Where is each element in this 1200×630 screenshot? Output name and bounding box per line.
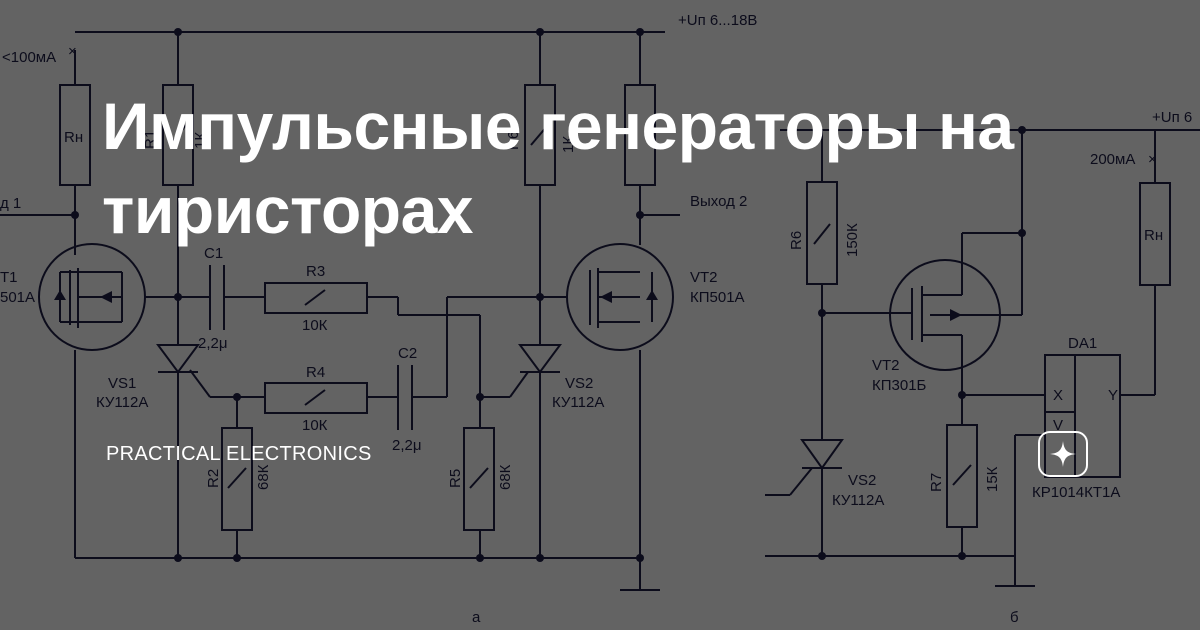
r2-value: 68К [255,464,272,490]
da1-pin-x: X [1053,387,1063,404]
r1-name: R1 [142,130,159,149]
thyristor-vs2-b [800,439,844,470]
c1-name: C1 [204,245,223,262]
load-label-a: Rн [64,129,83,146]
vs1-type: КУ112А [96,394,148,411]
logo-badge [1038,431,1088,477]
vs2b-name: VS2 [848,472,876,489]
source-name: PRACTICAL ELECTRONICS [106,443,372,465]
break-mark-b: × [1148,151,1157,168]
vt1-name: T1 [0,269,18,286]
input-label-a: д 1 [0,195,21,212]
r6-value: 1К [560,136,577,153]
supply-label-b: +Uп 6 [1152,109,1192,126]
vs2-name: VS2 [565,375,593,392]
da1-name: DA1 [1068,335,1097,352]
da1-pin-y: Y [1108,387,1118,404]
r2-name: R2 [205,469,222,488]
vt2b-name: VT2 [872,357,900,374]
r1-value: 1К [192,132,209,149]
r6b-name: R6 [788,231,805,250]
article-title: Импульсные генераторы на тиристорах [102,89,1014,247]
circuit-b: +Uп 6 200мА × Rн R6 150К [765,109,1200,626]
r4-value: 10К [302,417,328,434]
load-current-label-b: 200мА [1090,151,1135,168]
vs2b-type: КУ112А [832,492,884,509]
thyristor-vs1 [156,344,200,374]
load-label-b: Rн [1144,227,1163,244]
r5-value: 68К [497,464,514,490]
sparkle-icon [1050,441,1076,467]
r4-name: R4 [306,364,325,381]
load-current-label-a: <100мА [2,49,56,66]
c1-value: 2,2μ [198,335,228,352]
break-mark: × [68,43,77,60]
thyristor-vs2 [518,344,562,374]
chip-da1 [1044,354,1121,478]
r7-name: R7 [928,473,945,492]
circuit-a: +Uп 6...18В <100мА × Rн д 1 [0,12,757,626]
r6-name: R6 [505,131,522,150]
r7-value: 15К [984,466,1001,492]
r3-value: 10К [302,317,328,334]
vt2b-type: КП301Б [872,377,927,394]
vt2-type-a: КП501А [690,289,745,306]
vs1-name: VS1 [108,375,136,392]
caption-b: б [1010,609,1019,626]
r6b-value: 150К [844,223,861,257]
supply-label-a: +Uп 6...18В [678,12,757,29]
caption-a: а [472,609,481,626]
output-label-a: Выход 2 [690,193,747,210]
da1-type: КР1014КТ1А [1032,484,1120,501]
vs2-type: КУ112А [552,394,604,411]
vt1-type: 501А [0,289,35,306]
r3-name: R3 [306,263,325,280]
da1-pin-v: V [1053,417,1063,434]
c2-name: C2 [398,345,417,362]
vt2-name-a: VT2 [690,269,718,286]
c2-value: 2,2μ [392,437,422,454]
r5-name: R5 [447,469,464,488]
